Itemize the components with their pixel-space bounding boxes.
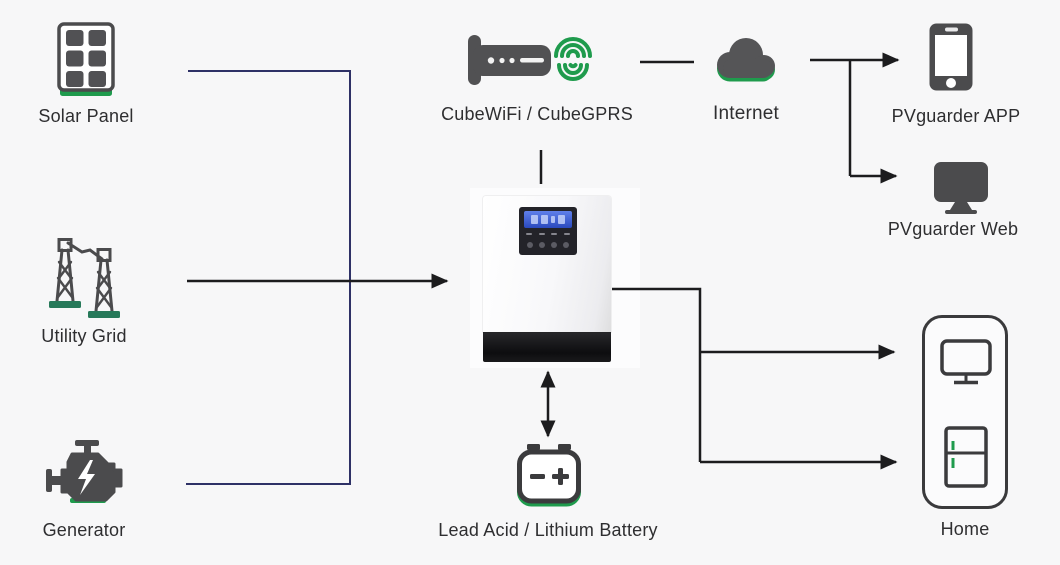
solar-panel-node [57,22,115,105]
pvguarder-web-node [932,160,990,220]
internet-label: Internet [712,103,780,124]
inverter-control-panel [519,207,577,255]
utility-grid-node [44,234,128,333]
solar-panel-icon [57,22,115,96]
inverter-body [483,196,611,332]
pvguarder-app-label: PVguarder APP [891,106,1021,126]
connector-solar-generator-bus [186,70,351,485]
utility-grid-label: Utility Grid [41,326,127,346]
inverter-buttons [527,242,569,248]
home-label: Home [940,519,990,539]
generator-node [46,440,126,513]
cube-wifi-label: CubeWiFi / CubeGPRS [441,104,633,124]
smartphone-icon [929,23,973,91]
cloud-icon [717,38,775,82]
battery-node [517,444,581,515]
engine-icon [46,440,123,503]
cube-wifi-node [466,32,598,95]
inverter-device [483,196,611,362]
tv-icon [940,339,992,385]
inverter-bottom-band [483,332,611,362]
pvguarder-web-label: PVguarder Web [887,219,1019,239]
inverter-indicator-row [526,233,570,235]
battery-label: Lead Acid / Lithium Battery [438,520,658,540]
solar-panel-label: Solar Panel [38,106,134,126]
transmission-towers-icon [49,238,120,318]
fridge-icon [944,426,988,488]
router-wifi-icon [468,35,592,85]
inverter-lcd-display [524,211,572,228]
pvguarder-app-node [928,22,974,97]
internet-node [711,28,781,93]
home-node [922,315,1008,509]
battery-icon [517,444,581,507]
generator-label: Generator [42,520,126,540]
desktop-monitor-icon [934,162,988,214]
